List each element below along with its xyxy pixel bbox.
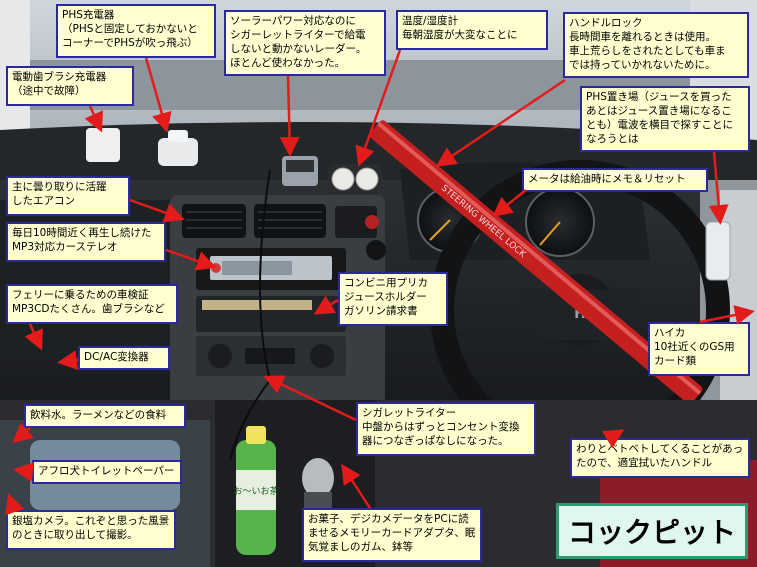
label-solar-radar: ソーラーパワー対応なのに シガーレットライターで給電 しないと動かないレーダー。… <box>224 10 386 76</box>
label-meter-reset: メータは給油時にメモ＆リセット <box>522 168 708 192</box>
label-aircon: 主に曇り取りに活躍 したエアコン <box>6 176 130 216</box>
label-phs-place: PHS置き場（ジュースを買った あとはジュース置き場になるこ とも）電波を横目で… <box>580 86 750 152</box>
label-toothbrush-charger: 電動歯ブラシ充電器 （途中で故障） <box>6 66 134 106</box>
label-stereo: 毎日10時間近く再生し続けた MP3対応カーステレオ <box>6 222 166 262</box>
label-highway-card: ハイカ 10社近くのGS用 カード類 <box>648 322 750 376</box>
label-handle-lock: ハンドルロック 長時間車を離れるときは使用。 車上荒らしをされたとしても車ま で… <box>563 12 749 78</box>
label-camera: 銀塩カメラ。これぞと思った風景 のときに取り出して撮影。 <box>6 510 176 550</box>
label-sticky-handle: わりとベトベトしてくることがあっ たので、適宜拭いたハンドル <box>570 438 750 478</box>
label-toilet-paper: アフロ犬トイレットペーパー <box>32 460 182 484</box>
label-water: 飲料水。ラーメンなどの食料 <box>24 404 186 428</box>
label-cigarette: シガレットライター 中盤からはずっとコンセント変換 器につなぎっぱなしになった。 <box>356 402 536 456</box>
svg-text:H: H <box>574 306 586 322</box>
label-temp-meter: 温度/湿度計 毎朝湿度が大変なことに <box>396 10 548 50</box>
label-phs-charger: PHS充電器 （PHSと固定しておかないと コーナーでPHSが吹っ飛ぶ） <box>56 4 216 58</box>
label-convenience: コンビニ用プリカ ジュースホルダー ガソリン請求書 <box>338 272 448 326</box>
label-ferry: フェリーに乗るための車検証 MP3CDたくさん。歯ブラシなど <box>6 284 178 324</box>
tea-bottle-label: お〜いお茶 <box>233 485 278 497</box>
label-dcac: DC/AC変換器 <box>78 346 170 370</box>
label-snacks: お菓子、デジカメデータをPCに読 ませるメモリーカードアダプタ、眠 気覚ましのガ… <box>302 508 482 562</box>
page-title: コックピット <box>556 503 748 559</box>
